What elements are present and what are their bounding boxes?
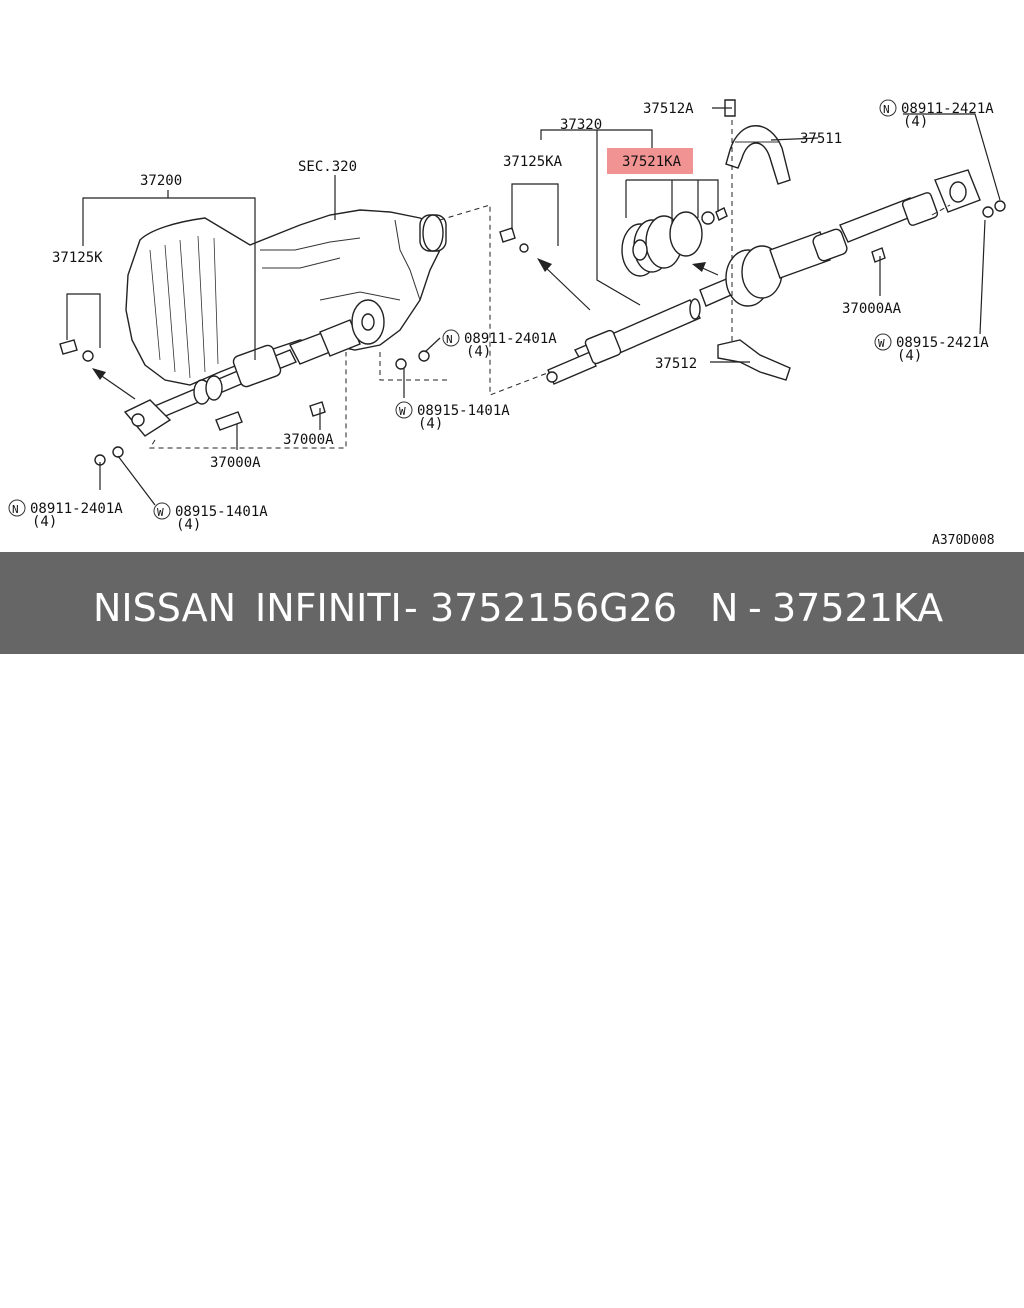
- badge-w-mid: W: [399, 405, 406, 418]
- badge-n-left: N: [12, 503, 19, 516]
- label-37125k: 37125K: [52, 250, 103, 266]
- label-08911-2421a: 08911-2421A: [901, 101, 994, 117]
- badge-w-right: W: [878, 337, 885, 350]
- qty-08911-2401a-left: (4): [32, 514, 57, 530]
- label-37512a: 37512A: [643, 101, 694, 117]
- footer-ref-number: 37521KA: [772, 586, 944, 630]
- qty-08915-1401a-mid: (4): [418, 416, 443, 432]
- footer-separator-2: -: [748, 586, 762, 630]
- label-08911-2401a-mid: 08911-2401A: [464, 331, 557, 347]
- callout-labels: 37200 37125K SEC.320 37320 37125KA 37521…: [8, 99, 995, 548]
- footer-text: NISSAN INFINITI - 3752156G26 N - 37521KA: [0, 552, 1024, 654]
- label-37200: 37200: [140, 173, 182, 189]
- exploded-view-drawing: 37200 37125K SEC.320 37320 37125KA 37521…: [8, 99, 1006, 548]
- label-08915-2421a: 08915-2421A: [896, 335, 989, 351]
- leader-lines: [66, 107, 1001, 506]
- parts-diagram: 37200 37125K SEC.320 37320 37125KA 37521…: [0, 0, 1024, 552]
- label-37125ka: 37125KA: [503, 154, 563, 170]
- label-37000a-left: 37000A: [210, 455, 261, 471]
- label-37000a-mid: 37000A: [283, 432, 334, 448]
- footer-prefix: N: [710, 586, 739, 630]
- stage: 37200 37125K SEC.320 37320 37125KA 37521…: [0, 0, 1024, 654]
- direction-arrows: [92, 258, 719, 400]
- assembly-lines: [149, 120, 951, 449]
- rear-shaft: [699, 169, 981, 307]
- label-sec320: SEC.320: [298, 159, 357, 175]
- footer-banner: NISSAN INFINITI - 3752156G26 N - 37521KA: [0, 552, 1024, 654]
- qty-08915-1401a-left: (4): [176, 517, 201, 533]
- footer-brand2: INFINITI: [255, 586, 402, 630]
- qty-08915-2421a: (4): [897, 348, 922, 364]
- footer-separator-1: -: [404, 586, 418, 630]
- label-08911-2401a-left: 08911-2401A: [30, 501, 123, 517]
- label-37511: 37511: [800, 131, 842, 147]
- center-bearing: [621, 207, 728, 277]
- center-shaft: [546, 298, 701, 385]
- footer-brand: NISSAN: [93, 586, 237, 630]
- badge-n-mid: N: [446, 333, 453, 346]
- label-37521ka: 37521KA: [622, 154, 682, 170]
- label-37512: 37512: [655, 356, 697, 372]
- front-shaft-left: [123, 299, 385, 437]
- label-37000aa: 37000AA: [842, 301, 902, 317]
- diagram-code: A370D008: [932, 533, 995, 548]
- label-37320: 37320: [560, 117, 602, 133]
- label-08915-1401a-left: 08915-1401A: [175, 504, 268, 520]
- badge-w-left: W: [157, 506, 164, 519]
- hardware-bolts: [59, 200, 1006, 466]
- bracket-37511: [724, 99, 791, 185]
- qty-08911-2421a: (4): [903, 114, 928, 130]
- badge-n-right: N: [883, 103, 890, 116]
- bracket-37512: [717, 339, 791, 381]
- qty-08911-2401a-mid: (4): [466, 344, 491, 360]
- label-08915-1401a-mid: 08915-1401A: [417, 403, 510, 419]
- footer-part-number: 3752156G26: [430, 586, 678, 630]
- highlight-box: [607, 148, 693, 174]
